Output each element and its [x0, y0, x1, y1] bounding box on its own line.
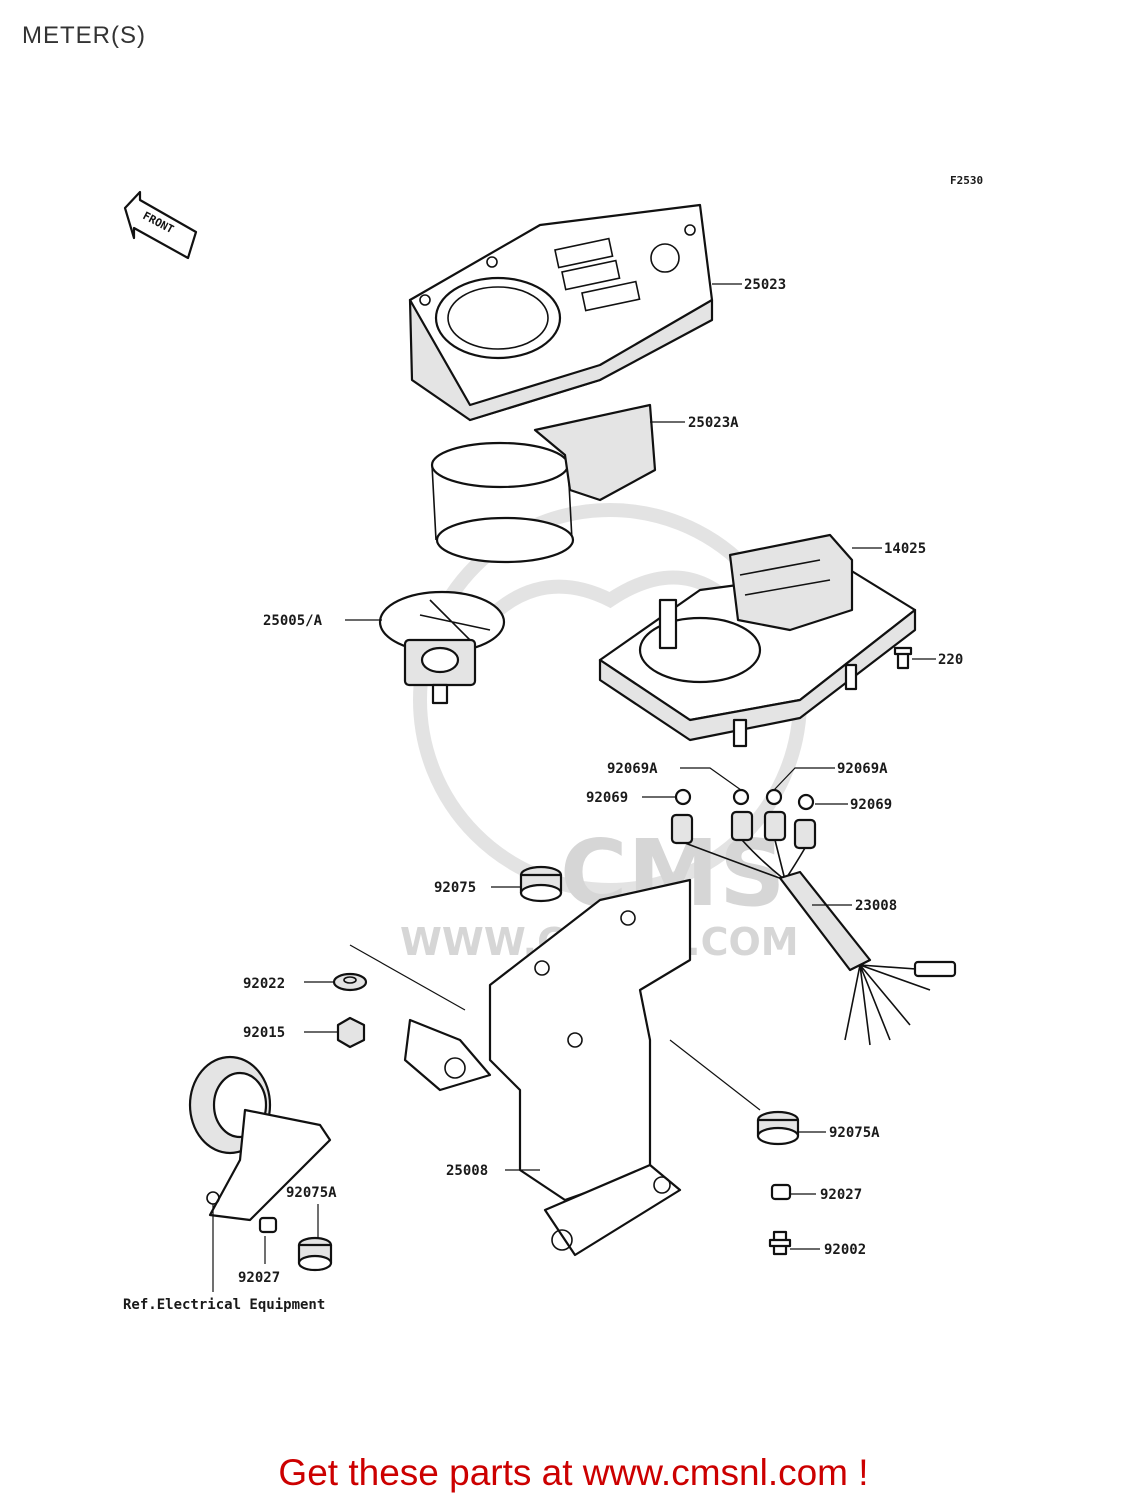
collar-92027 [258, 1183, 792, 1234]
meter-bracket-25008 [403, 878, 692, 1257]
meter-cover-25023 [408, 203, 714, 422]
callout-92075: 92075 [434, 880, 476, 896]
callout-92069-left: 92069 [586, 790, 628, 806]
wire-harness-23008 [684, 839, 957, 1046]
horn-assembly-ref [188, 1055, 332, 1222]
callout-92015: 92015 [243, 1025, 285, 1041]
promo-link[interactable]: Get these parts at www.cmsnl.com ! [278, 1452, 869, 1493]
reference-note: Ref.Electrical Equipment [123, 1297, 325, 1313]
callout-23008: 23008 [855, 898, 897, 914]
leader-lines [212, 283, 936, 1292]
meter-case-14025 [598, 533, 917, 748]
callout-92069A-left: 92069A [607, 761, 658, 777]
callout-220: 220 [938, 652, 963, 668]
page-title: METER(S) [22, 22, 146, 49]
screw-220 [893, 646, 913, 670]
meter-unit-25005A [378, 590, 506, 705]
callout-14025: 14025 [884, 541, 926, 557]
callout-92022: 92022 [243, 976, 285, 992]
callout-92027-right: 92027 [820, 1187, 862, 1203]
callout-25008: 25008 [446, 1163, 488, 1179]
callout-92002: 92002 [824, 1242, 866, 1258]
grommet-92075 [519, 865, 563, 903]
callout-92075A-right: 92075A [829, 1125, 880, 1141]
washer-92022 [332, 972, 368, 992]
callout-92069A-right: 92069A [837, 761, 888, 777]
bolt-92002 [768, 1230, 792, 1256]
parts-diagram: CMS WWW.CMSNL.COM F2530 FRONT [123, 174, 983, 1313]
callout-92027-left: 92027 [238, 1270, 280, 1286]
nut-92015 [336, 1016, 366, 1049]
callout-25023A: 25023A [688, 415, 739, 431]
callout-25005A: 25005/A [263, 613, 323, 629]
figure-code: F2530 [950, 174, 983, 187]
callout-25023: 25023 [744, 277, 786, 293]
grommet-92075A [297, 1110, 800, 1272]
callout-92069-right: 92069 [850, 797, 892, 813]
callout-92075A-left: 92075A [286, 1185, 337, 1201]
front-direction-arrow: FRONT [123, 190, 198, 260]
meter-lens-25023A [430, 403, 657, 564]
